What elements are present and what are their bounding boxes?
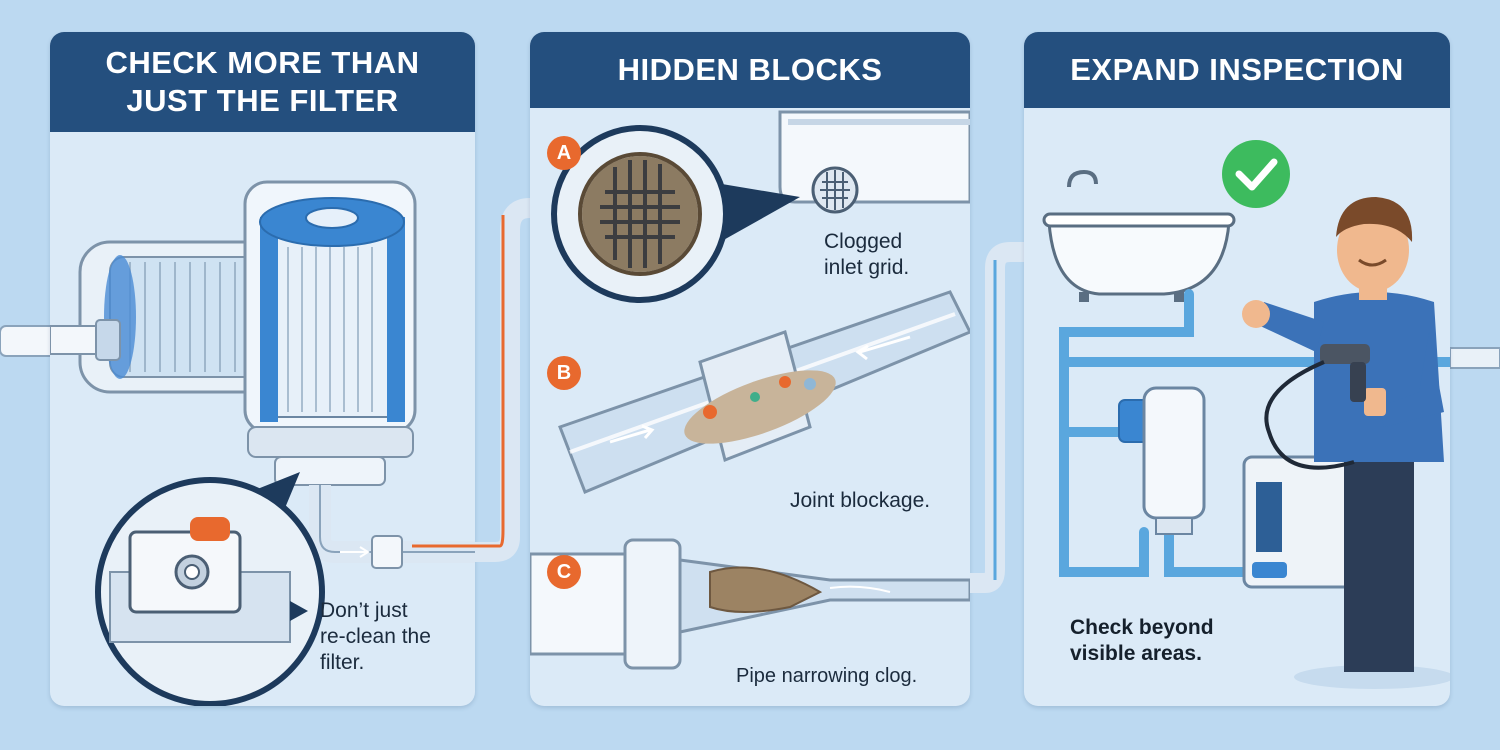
panel-1-caption-line-2: re-clean the — [320, 625, 431, 648]
caption-c: Pipe narrowing clog. — [736, 665, 918, 687]
caption-a-line-2: inlet grid. — [824, 256, 910, 279]
valve-callout — [95, 472, 325, 706]
panel-1-title-line-2: JUST THE FILTER — [126, 83, 399, 118]
panel-1-caption-line-1: Don’t just — [320, 599, 408, 622]
inspection-illustration — [1042, 140, 1450, 689]
clogged-inlet-grid — [551, 110, 970, 303]
technician-icon — [1242, 197, 1450, 689]
caption-a: Clogged inlet grid. — [824, 229, 909, 281]
panel-1-title: CHECK MORE THAN JUST THE FILTER — [50, 32, 475, 132]
hidden-blocks-illustration — [530, 110, 970, 670]
narrowing-pipe — [530, 538, 970, 670]
filter-cartridge-icon — [243, 180, 417, 486]
panel-1-title-line-1: CHECK MORE THAN — [105, 45, 420, 80]
filter-illustration — [50, 180, 475, 706]
panel-1-caption-line-3: filter. — [320, 651, 365, 674]
panel-3-caption: Check beyond visible areas. — [1070, 615, 1214, 667]
bathtub-icon — [1042, 169, 1236, 302]
badge-c: C — [547, 555, 581, 589]
caption-b: Joint blockage. — [790, 489, 931, 512]
panel-1-caption: Don’t just re-clean the filter. — [320, 598, 431, 676]
panel-3-title: EXPAND INSPECTION — [1024, 32, 1450, 108]
inspection-camera-icon — [1264, 344, 1370, 470]
checkmark-icon — [1222, 140, 1290, 208]
panel-2-title: HIDDEN BLOCKS — [530, 32, 970, 108]
filter-outlet-pipe — [309, 485, 475, 569]
caption-a-line-1: Clogged — [824, 230, 903, 253]
badge-a: A — [547, 136, 581, 170]
pump-unit-icon — [1242, 455, 1356, 589]
pointer-triangle-icon — [290, 601, 308, 621]
badge-b: B — [547, 356, 581, 390]
panel-3-caption-line-1: Check beyond — [1070, 616, 1214, 639]
filter-canister-icon — [1118, 386, 1206, 535]
panel-expand-inspection: EXPAND INSPECTION — [1024, 32, 1450, 706]
panel-check-filter: CHECK MORE THAN JUST THE FILTER — [50, 32, 475, 706]
joint-blockage-pipe — [558, 290, 970, 494]
panel-hidden-blocks: HIDDEN BLOCKS — [530, 32, 970, 706]
panel-3-caption-line-2: visible areas. — [1070, 642, 1202, 665]
